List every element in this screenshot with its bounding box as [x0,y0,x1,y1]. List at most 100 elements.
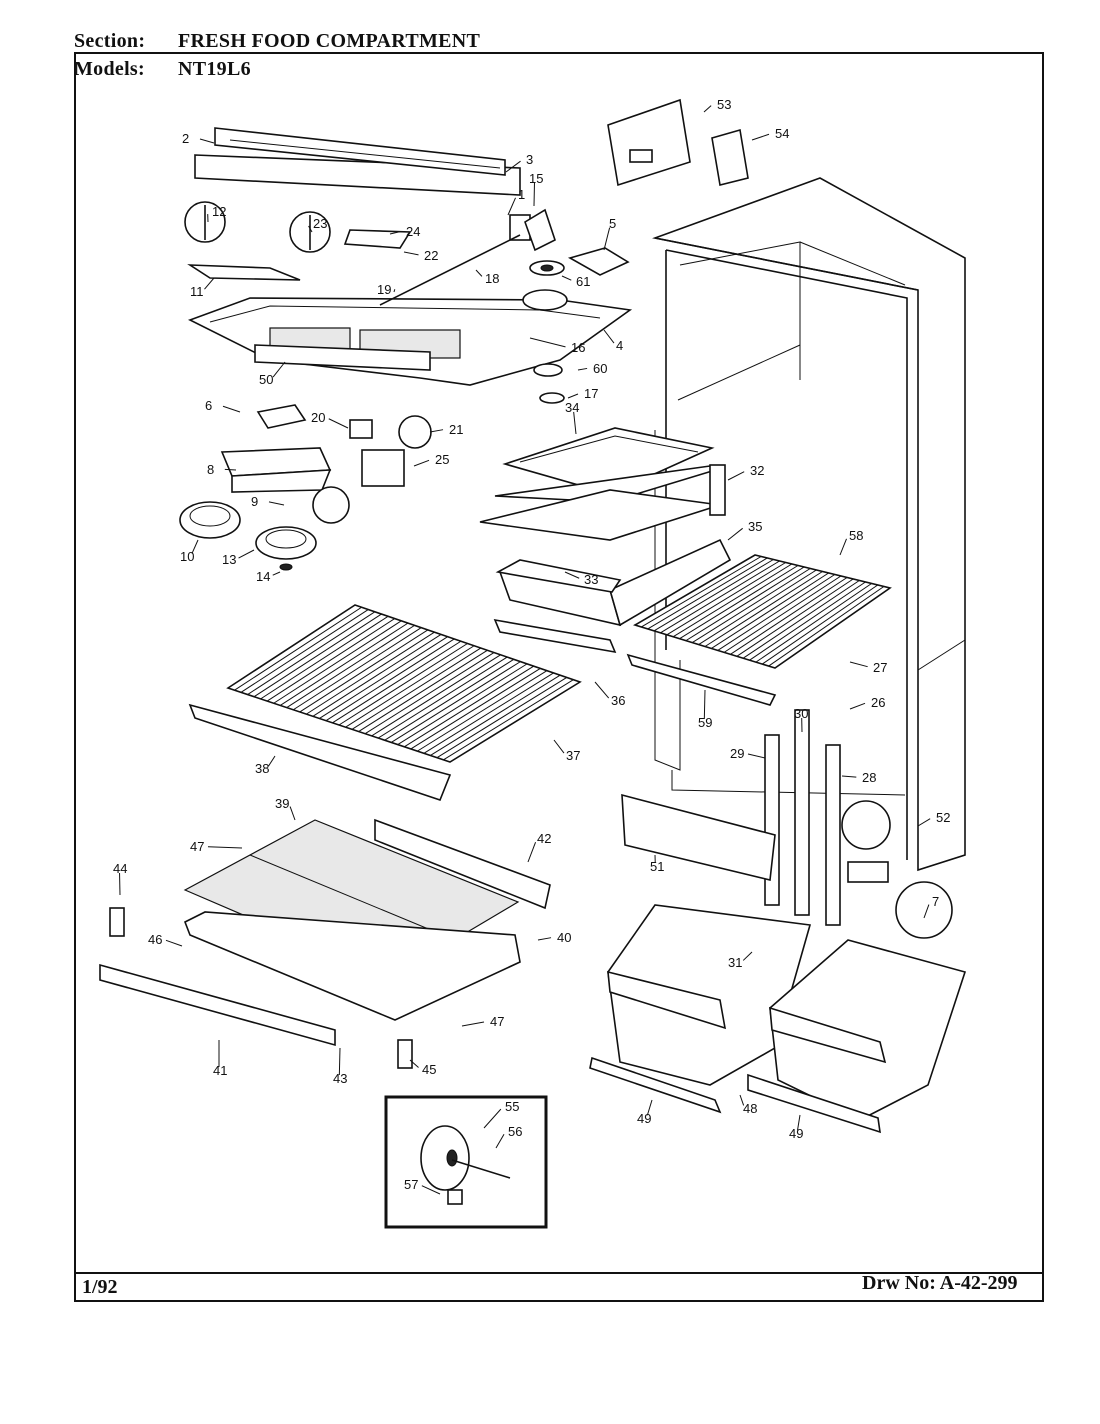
callout-leader [409,1059,419,1068]
glass-shelf-assembly [99,818,551,1069]
drawing-number: Drw No: A-42-299 [862,1272,1018,1294]
callout-number: 12 [212,204,226,219]
models-value: NT19L6 [178,58,251,80]
callout-number: 44 [113,861,127,876]
callout-leader [483,1108,502,1129]
callout-number: 15 [529,171,543,186]
callout-leader [603,227,611,251]
callout-number: 37 [566,748,580,763]
callout-number: 22 [424,248,438,263]
callout-number: 20 [311,410,325,425]
callout-number: 29 [730,746,744,761]
callout-leader [191,539,199,554]
callout-number: 49 [637,1111,651,1126]
callout-number: 7 [932,894,939,909]
callout-number: 41 [213,1063,227,1078]
callout-leader [553,739,565,754]
wire-shelf-large [188,604,582,801]
section-label: Section: [74,30,146,52]
callout-number: 9 [251,494,258,509]
callout-leader [739,1094,745,1106]
callout-number: 33 [584,572,598,587]
callout-number: 50 [259,372,273,387]
callout-number: 59 [698,715,712,730]
callout-labels: 1234567891011121314151617181920212223242… [113,97,950,1195]
callout-number: 34 [565,400,579,415]
callout-number: 47 [490,1014,504,1029]
footer-date: 1/92 [82,1276,118,1298]
callout-leader [204,277,215,290]
callout-leader [703,105,712,113]
callout-leader [272,361,286,378]
shelf-ladders [621,709,953,968]
callout-number: 19 [377,282,391,297]
callout-leader [207,846,243,849]
callout-number: 31 [728,955,742,970]
callout-leader [577,367,588,371]
callout-leader [495,1133,505,1149]
callout-leader [199,138,215,144]
callout-number: 58 [849,528,863,543]
callout-leader [507,197,516,216]
callout-number: 54 [775,126,789,141]
callout-number: 49 [789,1126,803,1141]
callout-leader [529,337,566,348]
roller-inset [384,1095,548,1229]
callout-number: 47 [190,839,204,854]
callout-number: 42 [537,831,551,846]
callout-leader [727,527,743,541]
callout-number: 57 [404,1177,418,1192]
callout-number: 11 [190,284,204,299]
callout-leader [564,571,580,579]
callout-leader [594,681,610,699]
callout-number: 38 [255,761,269,776]
callout-number: 60 [593,361,607,376]
callout-number: 26 [871,695,885,710]
diagram-frame [74,52,1044,1302]
callout-number: 52 [936,810,950,825]
callout-number: 51 [650,859,664,874]
callout-number: 6 [205,398,212,413]
callout-number: 35 [748,519,762,534]
callout-leader [461,1021,485,1027]
callout-number: 10 [180,549,194,564]
callout-leader [421,1185,441,1195]
callout-number: 30 [794,706,808,721]
callout-leader [742,951,753,961]
callout-leader [573,411,577,435]
callout-leader [165,939,183,947]
callout-leader [646,1099,653,1116]
callout-leader [413,459,430,467]
crisper-cover-assembly [479,427,732,654]
callout-number: 55 [505,1099,519,1114]
callout-leader [238,549,255,559]
callout-number: 18 [485,271,499,286]
callout-leader [272,571,281,576]
callout-number: 8 [207,462,214,477]
wire-shelf-small [626,554,892,706]
callout-leader [389,231,401,235]
callout-leader [561,275,572,281]
callout-number: 3 [526,152,533,167]
callout-leader [841,775,857,778]
small-parts [179,98,749,571]
callout-leader [839,538,847,556]
callout-number: 32 [750,463,764,478]
callout-number: 4 [616,338,623,353]
callout-number: 48 [743,1101,757,1116]
callout-leader [393,289,396,293]
callout-leader [308,225,313,233]
models-row: Models:NT19L6 [74,58,251,81]
callout-leader [505,160,521,173]
callout-leader [567,393,579,399]
callout-number: 24 [406,224,420,239]
callout-leader [751,133,770,141]
callout-leader [923,904,930,919]
control-housing [187,127,633,386]
callout-leader [289,806,296,821]
callout-number: 56 [508,1124,522,1139]
callout-number: 43 [333,1071,347,1086]
cabinet-outline [652,177,966,872]
callout-number: 21 [449,422,463,437]
